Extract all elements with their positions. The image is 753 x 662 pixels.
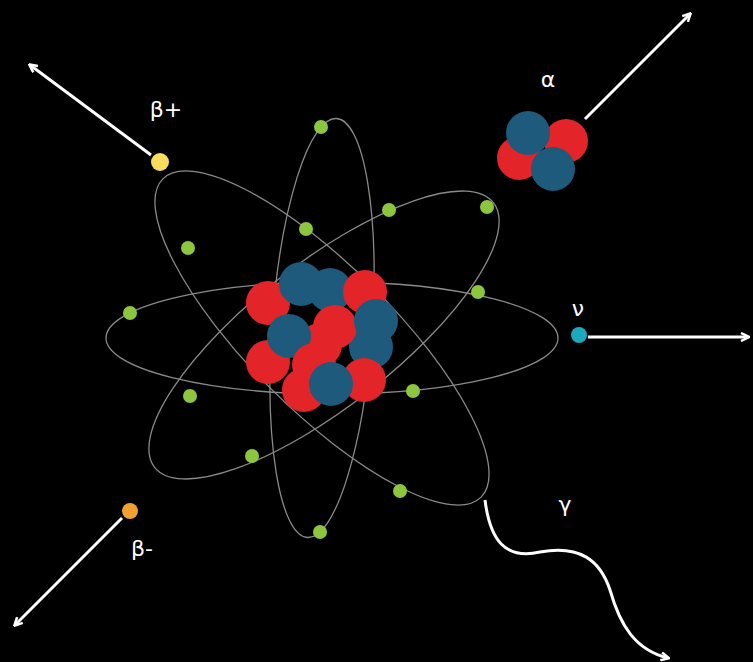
electron — [123, 120, 494, 539]
alpha-particle — [497, 111, 588, 191]
particle-label: β+ — [150, 99, 182, 121]
neutrino — [571, 327, 587, 343]
emission-arrow — [15, 14, 748, 658]
particle-label: ν — [572, 298, 584, 320]
particle-label: α — [541, 69, 556, 91]
nucleus — [246, 262, 398, 412]
particle-label: γ — [558, 494, 571, 516]
orbit — [106, 115, 558, 548]
positron — [151, 153, 169, 171]
particle-label: β- — [131, 538, 153, 560]
electron-beta — [122, 503, 138, 519]
